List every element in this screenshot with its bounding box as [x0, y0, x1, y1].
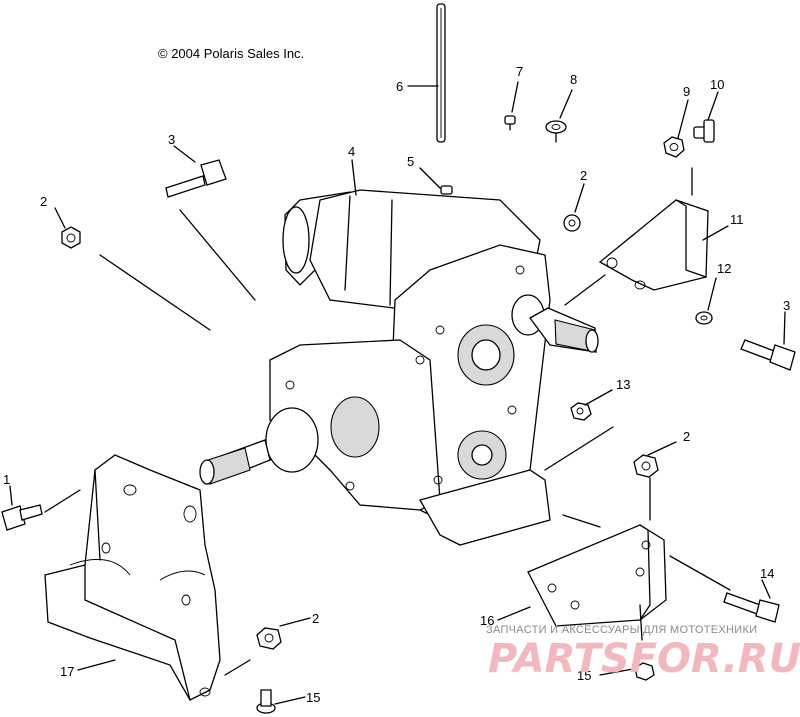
- callout-16: 16: [480, 613, 494, 628]
- part-16-mount-plate[interactable]: [527, 524, 667, 627]
- part-7-screw[interactable]: [504, 115, 516, 131]
- callout-2c: 2: [683, 429, 690, 444]
- part-10-bolt[interactable]: [693, 119, 715, 143]
- part-2-nut-right[interactable]: [633, 454, 659, 478]
- callout-1: 1: [3, 472, 10, 487]
- callout-4: 4: [348, 144, 355, 159]
- part-2-nut-left[interactable]: [61, 226, 81, 249]
- part-13-nut[interactable]: [570, 402, 592, 421]
- part-15-nut-right[interactable]: [634, 662, 655, 681]
- callout-7: 7: [516, 64, 523, 79]
- part-12-washer[interactable]: [695, 311, 713, 325]
- part-5-plug[interactable]: [440, 185, 453, 195]
- part-8-clip[interactable]: [545, 120, 567, 143]
- part-17-bracket[interactable]: [44, 454, 221, 701]
- callout-2a: 2: [40, 194, 47, 209]
- callout-2d: 2: [312, 611, 319, 626]
- part-6-dipstick[interactable]: [436, 3, 446, 143]
- callout-10: 10: [710, 77, 724, 92]
- callout-15a: 15: [306, 690, 320, 705]
- callout-2b: 2: [580, 168, 587, 183]
- callout-13: 13: [616, 377, 630, 392]
- part-3-bolt-right[interactable]: [740, 339, 796, 371]
- callout-5: 5: [407, 154, 414, 169]
- callout-11: 11: [730, 212, 744, 227]
- watermark: ЗАПЧАСТИ И АКСЕССУАРЫ ДЛЯ МОТОТЕХНИКИ PA…: [486, 624, 800, 682]
- leader-lines: [9, 81, 786, 705]
- callout-9: 9: [683, 84, 690, 99]
- callout-3b: 3: [783, 298, 790, 313]
- part-2-nut-lower[interactable]: [256, 627, 282, 650]
- callout-labels: 1 2 2 2 2 3 3 4 5 6 7 8 9 10 11 12 13 14…: [3, 64, 790, 705]
- callout-14: 14: [760, 566, 774, 581]
- watermark-tagline: ЗАПЧАСТИ И АКСЕССУАРЫ ДЛЯ МОТОТЕХНИКИ: [486, 624, 757, 636]
- part-15-washer-lower[interactable]: [256, 689, 276, 714]
- part-9-nut[interactable]: [663, 136, 685, 158]
- callout-17: 17: [60, 664, 74, 679]
- copyright-text: © 2004 Polaris Sales Inc.: [158, 46, 304, 61]
- part-4-transmission[interactable]: [199, 189, 599, 546]
- callout-8: 8: [570, 72, 577, 87]
- watermark-logo: PARTSFOR.RU: [488, 636, 800, 682]
- callout-3a: 3: [168, 132, 175, 147]
- callout-6: 6: [396, 79, 403, 94]
- callout-12: 12: [717, 261, 731, 276]
- part-1-bolt[interactable]: [1, 504, 43, 531]
- part-2-nut-mid[interactable]: [563, 214, 581, 232]
- callout-15b: 15: [577, 668, 591, 683]
- part-11-bracket[interactable]: [598, 199, 709, 291]
- part-14-bolt[interactable]: [723, 592, 780, 623]
- part-3-bolt-upper[interactable]: [165, 159, 227, 198]
